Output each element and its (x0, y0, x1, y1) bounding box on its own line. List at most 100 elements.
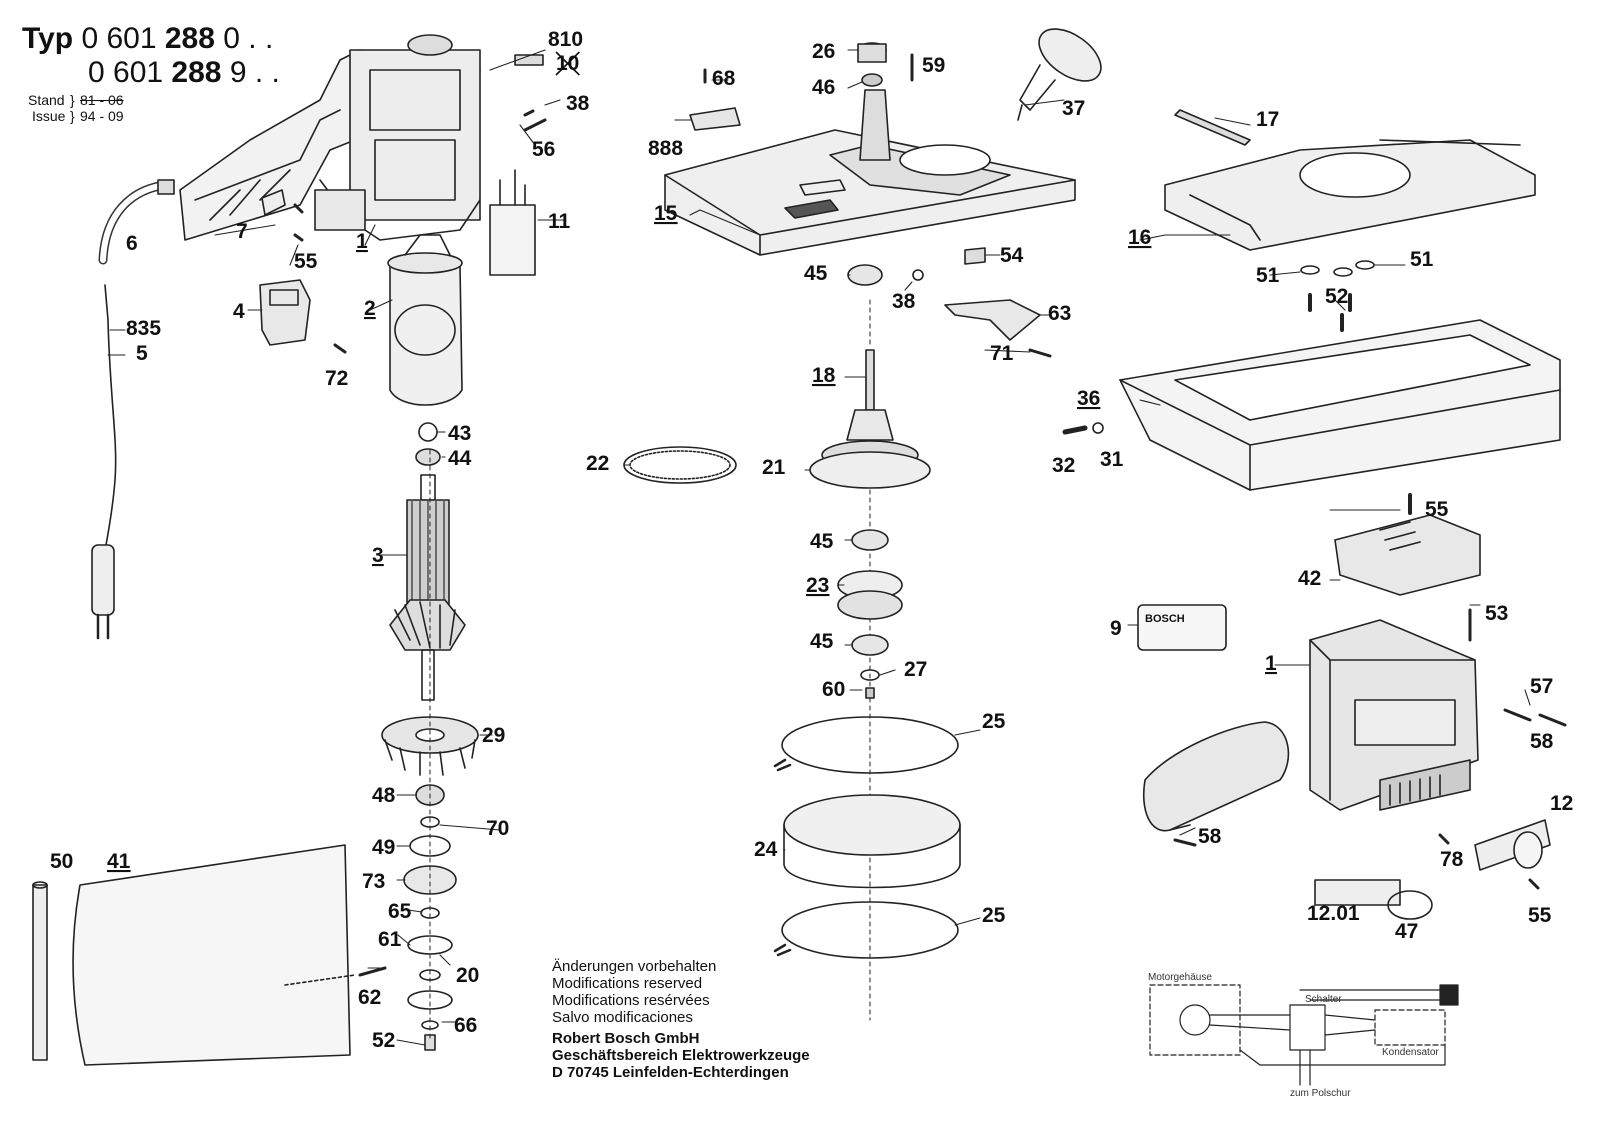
callout-c55c: 55 (1528, 904, 1552, 927)
callout-c11: 11 (548, 210, 571, 233)
type-bold-2: 288 (171, 56, 222, 89)
cap-26 (857, 42, 887, 87)
callout-c54: 54 (1000, 244, 1024, 267)
callout-c44: 44 (448, 447, 472, 470)
callout-c42: 42 (1298, 567, 1321, 590)
callout-c53: 53 (1485, 602, 1508, 625)
callout-c48: 48 (372, 784, 396, 807)
callout-c15: 15 (654, 202, 678, 225)
issue-value: 94 - 09 (80, 108, 124, 124)
callout-c46: 46 (812, 76, 835, 99)
clamp-25-bottom (773, 901, 959, 959)
callout-c50: 50 (50, 850, 73, 873)
knob-37 (1017, 28, 1102, 121)
stand-issue-block: Stand}81 - 06 Issue}94 - 09 (28, 92, 124, 124)
cover-42 (1334, 493, 1481, 596)
spindle-18-21 (809, 299, 931, 1021)
clamp-25-top (773, 716, 959, 774)
callout-c73: 73 (362, 870, 385, 893)
switch-4 (259, 279, 311, 346)
callout-c7: 7 (236, 220, 248, 243)
sheet-41 (72, 844, 387, 1066)
callout-c37: 37 (1062, 97, 1085, 120)
callout-c57: 57 (1530, 675, 1553, 698)
callout-c4: 4 (233, 300, 245, 323)
callout-c58b: 58 (1198, 825, 1222, 848)
callout-c888: 888 (648, 137, 683, 160)
wiring-capacitor-label: Kondensator (1382, 1047, 1439, 1058)
wiring-diagram (1149, 984, 1459, 1086)
type-prefix-1: 0 601 (81, 22, 165, 55)
type-prefix-2: 0 601 (88, 56, 172, 89)
callout-c22: 22 (586, 452, 609, 475)
footer-company-division: Geschäftsbereich Elektrowerkzeuge (552, 1047, 810, 1064)
callout-c1201: 12.01 (1307, 902, 1360, 925)
callout-c51b: 51 (1410, 248, 1434, 271)
callout-c56: 56 (532, 138, 555, 161)
callout-c45b: 45 (810, 530, 834, 553)
callout-strike-c10 (555, 51, 580, 76)
power-cord (91, 284, 117, 640)
callout-c51a: 51 (1256, 264, 1280, 287)
callout-c66: 66 (454, 1014, 477, 1037)
callout-c38a: 38 (566, 92, 590, 115)
callout-c49: 49 (372, 836, 395, 859)
callout-c45a: 45 (804, 262, 828, 285)
shroud-24 (783, 794, 961, 889)
issue-label: Issue (32, 108, 66, 124)
belt-22 (623, 446, 737, 484)
callout-c835: 835 (126, 317, 161, 340)
callout-c61: 61 (378, 928, 402, 951)
callout-c55a: 55 (294, 250, 318, 273)
lever-17 (1174, 109, 1251, 146)
footer-company-address: D 70745 Leinfelden-Echterdingen (552, 1064, 789, 1081)
callout-c25b: 25 (982, 904, 1006, 927)
wiring-cord-label: zum Polschur (1290, 1088, 1351, 1099)
handle-cover (1143, 721, 1290, 847)
frame-36 (1062, 319, 1561, 491)
footer-note-en: Modifications reserved (552, 975, 703, 992)
callout-c71: 71 (990, 342, 1014, 365)
stand-value: 81 - 06 (80, 92, 124, 108)
callout-c810: 810 (548, 28, 583, 51)
type-line-2: 0 601 288 9 . . (22, 56, 280, 90)
callout-c16: 16 (1128, 226, 1151, 249)
pad-16 (1164, 139, 1536, 251)
footer-note-es: Salvo modificaciones (552, 1009, 693, 1026)
callout-c9: 9 (1110, 617, 1122, 640)
callout-c29: 29 (482, 724, 505, 747)
callout-c72: 72 (325, 367, 348, 390)
callout-c60: 60 (822, 678, 845, 701)
callout-c45c: 45 (810, 630, 834, 653)
callout-c63: 63 (1048, 302, 1071, 325)
wiring-switch-label: Schalter (1305, 994, 1342, 1005)
type-bold-1: 288 (164, 22, 215, 55)
callout-c6: 6 (126, 232, 138, 255)
callout-c26: 26 (812, 40, 835, 63)
callout-c62: 62 (358, 986, 381, 1009)
brand-plate-text: BOSCH (1145, 613, 1185, 625)
callout-c1b: 1 (1265, 652, 1277, 675)
brand-plate-9 (1137, 604, 1227, 651)
capacitor-11 (489, 169, 536, 276)
callout-c32: 32 (1052, 454, 1075, 477)
callout-c5: 5 (136, 342, 148, 365)
rod-50 (32, 881, 48, 1061)
field-coil-2 (387, 234, 463, 406)
callout-c23: 23 (806, 574, 829, 597)
armature-3 (389, 422, 466, 701)
bearings-mid (837, 529, 903, 699)
callout-c65: 65 (388, 900, 412, 923)
typ-label: Typ (22, 22, 74, 55)
callout-c24: 24 (754, 838, 778, 861)
footer-note-fr: Modifications resérvées (552, 992, 710, 1009)
callout-c55b: 55 (1425, 498, 1449, 521)
callout-c38b: 38 (892, 290, 916, 313)
cable-strain-relief (98, 179, 175, 265)
plate-12-and-ring (1314, 819, 1551, 920)
type-header: Typ 0 601 288 0 . . 0 601 288 9 . . Stan… (22, 22, 280, 124)
callout-c12: 12 (1550, 792, 1573, 815)
fan-29 (381, 716, 479, 776)
callout-c41: 41 (107, 850, 131, 873)
